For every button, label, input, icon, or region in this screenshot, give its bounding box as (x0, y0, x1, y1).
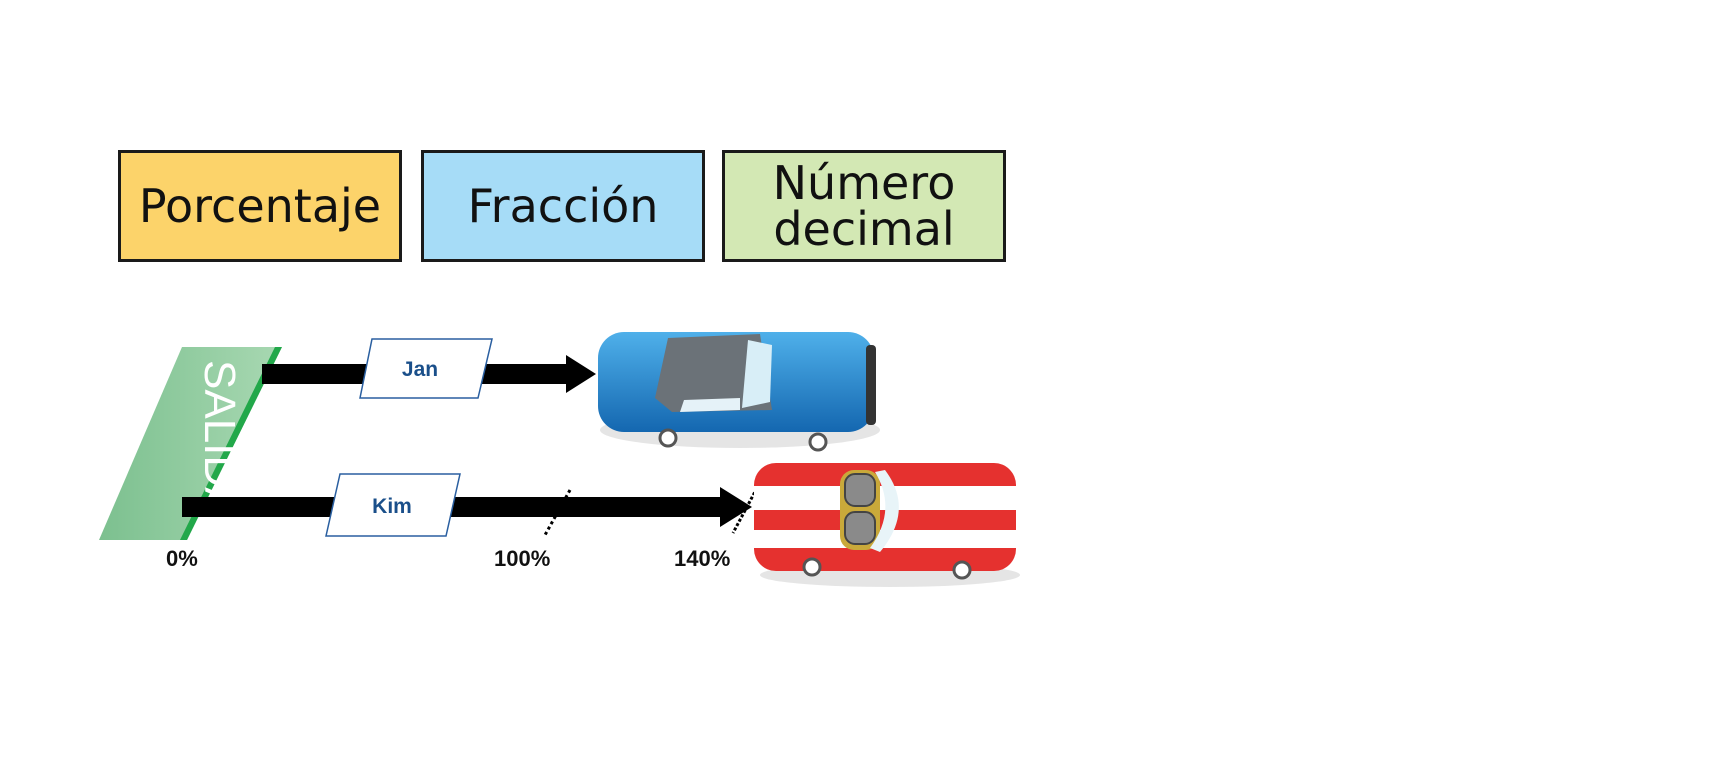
category-label: Fracción (467, 179, 659, 233)
start-line-edge (180, 347, 282, 540)
jan-arrow-head (566, 355, 596, 393)
marker-100-dash (543, 489, 572, 536)
start-line (99, 347, 282, 540)
marker-140-percent: 140% (674, 546, 731, 571)
category-label-line1: Número (772, 156, 956, 210)
marker-100-percent: 100% (494, 546, 551, 571)
category-porcentaje: Porcentaje (118, 150, 402, 262)
marker-140-dash (731, 487, 759, 534)
start-label: SALIDA (195, 360, 244, 517)
kim-arrow-head (720, 487, 752, 527)
red-car-icon (754, 463, 1020, 587)
category-fraccion: Fracción (421, 150, 705, 262)
blue-car-icon (598, 332, 880, 452)
kim-label: Kim (372, 495, 412, 518)
jan-label-box (359, 338, 493, 399)
category-label-line2: decimal (773, 202, 955, 256)
kim-label-box (325, 473, 461, 537)
marker-0-percent: 0% (166, 546, 198, 571)
jan-label: Jan (402, 358, 438, 381)
category-label: Porcentaje (138, 179, 382, 233)
